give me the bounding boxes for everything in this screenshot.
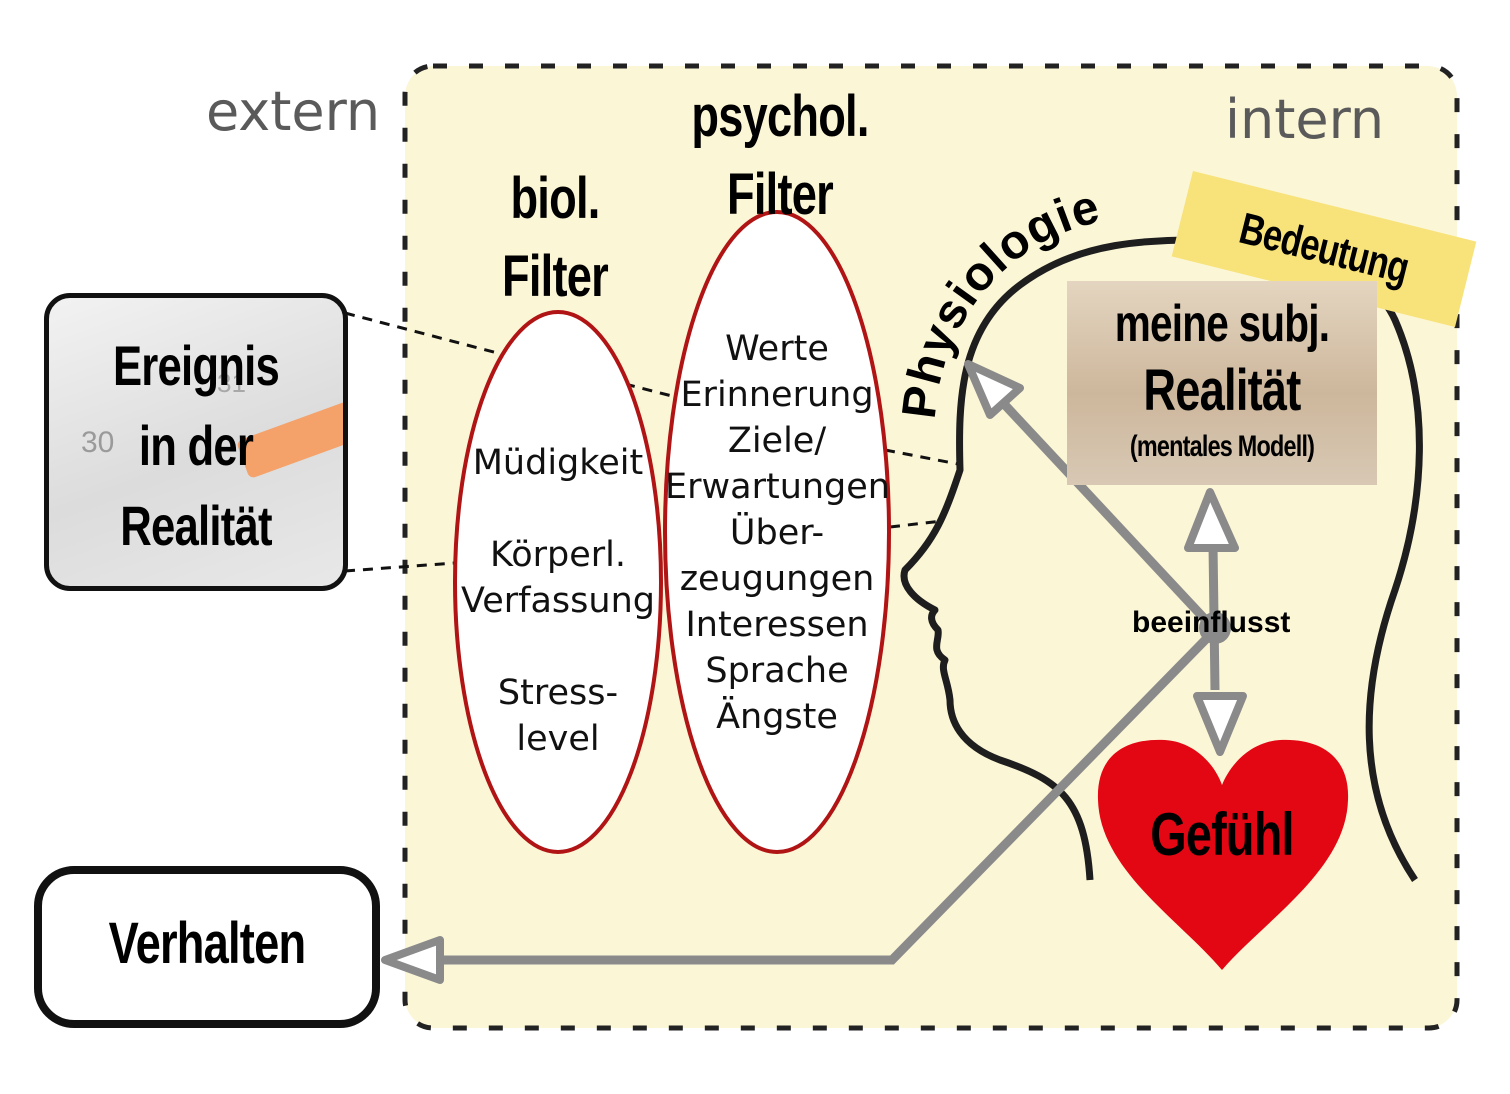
bio-item: Verfassung	[461, 581, 655, 621]
psych-filter-title-line1: psychol.	[691, 84, 869, 149]
event-line: Ereignis	[112, 334, 280, 397]
reality-line3: (mentales Modell)	[1129, 430, 1315, 463]
psych-filter-ellipse	[663, 210, 891, 854]
arrow-physiology-head	[964, 360, 1024, 419]
psych-filter-title-line2: Filter	[727, 162, 834, 227]
bio-item: level	[516, 719, 600, 759]
bio-filter-title: biol. Filter	[477, 160, 633, 316]
event-box: 30 31 Ereignis in der Realität	[44, 293, 348, 591]
psych-item: Erinnerung	[680, 375, 874, 415]
bio-item: Stress-	[497, 673, 619, 713]
bio-filter-ellipse	[453, 310, 663, 854]
behavior-box: Verhalten	[34, 866, 380, 1028]
connector-line	[884, 448, 959, 466]
intern-label: intern	[1225, 88, 1385, 151]
psych-item: Sprache	[705, 651, 849, 691]
heart-shape	[1097, 739, 1349, 970]
arrow-behavior-head	[381, 936, 444, 984]
event-box-text: Ereignis in der Realität	[81, 326, 310, 566]
psych-filter-title: psychol. Filter	[686, 78, 873, 234]
connector-line	[624, 382, 673, 398]
psych-item: Erwartungen	[665, 467, 890, 507]
connector-line	[344, 311, 506, 357]
bio-filter-list: Müdigkeit Körperl. Verfassung Stress- le…	[455, 440, 661, 762]
bio-filter-title-line1: biol.	[510, 166, 600, 231]
psych-item: Ziele/	[727, 421, 827, 461]
head-silhouette	[900, 236, 1423, 882]
psych-item: Über-	[729, 513, 825, 553]
connector-line	[889, 519, 943, 529]
extern-label: extern	[206, 80, 381, 143]
event-line: in der	[138, 414, 254, 477]
reality-box: meine subj. Realität (mentales Modell)	[1067, 281, 1377, 485]
psych-filter-list: Werte Erinnerung Ziele/ Erwartungen Über…	[665, 326, 890, 740]
arrow-behavior-line	[440, 626, 1219, 965]
arrow-feeling-head	[1193, 692, 1247, 756]
bio-filter-title-line2: Filter	[502, 244, 609, 309]
calendar-number: 31	[217, 368, 246, 398]
arrow-physiology-line	[1001, 401, 1219, 634]
intern-panel-border	[402, 63, 1460, 1031]
reality-line2: Realität	[1143, 358, 1301, 423]
bio-item: Müdigkeit	[472, 443, 644, 483]
influence-label: beeinflusst	[1132, 606, 1291, 639]
psych-item: Ängste	[716, 697, 838, 737]
connector-line	[344, 561, 456, 573]
bio-item-spacer	[455, 486, 661, 532]
bio-item: Körperl.	[489, 535, 626, 575]
calendar-number: 30	[81, 426, 115, 459]
reality-line1: meine subj.	[1114, 295, 1330, 353]
arrow-reality-head	[1184, 488, 1239, 552]
bio-item-spacer	[455, 624, 661, 670]
psych-item: Interessen	[685, 605, 869, 645]
psych-item: Werte	[725, 329, 829, 369]
event-line: Realität	[120, 494, 272, 557]
feeling-label: Gefühl	[1150, 801, 1294, 868]
psych-item: zeugungen	[679, 559, 875, 599]
influence-node	[1199, 612, 1231, 644]
behavior-label: Verhalten	[108, 911, 306, 976]
